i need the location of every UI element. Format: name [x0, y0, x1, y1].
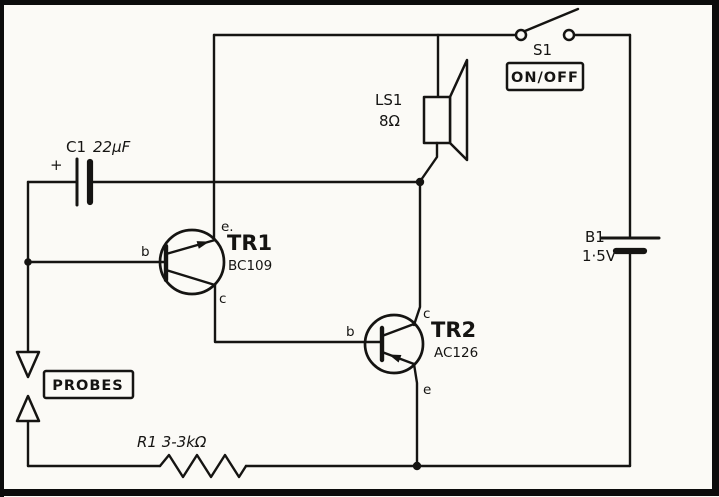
- battery-ref-label: B1: [585, 228, 605, 246]
- resistor-label: R1 3-3kΩ: [137, 433, 207, 451]
- tr2-collector-wire: [412, 180, 422, 327]
- switch-contact-left: [514, 28, 528, 42]
- scan-border-top: [0, 0, 719, 5]
- switch-s1: S1 ON/OFF: [505, 7, 585, 92]
- tr2-part-label: AC126: [434, 345, 478, 361]
- speaker-bottom-wire: [419, 141, 439, 182]
- tr2-collector-lead: [380, 322, 416, 338]
- onoff-box: [505, 61, 585, 92]
- tr1-collector-label: c: [219, 291, 226, 307]
- capacitor-c1: + C1 22µF: [26, 138, 422, 207]
- switch-lever: [523, 7, 580, 33]
- switch-ref-label: S1: [533, 41, 552, 59]
- onoff-label: ON/OFF: [511, 70, 579, 86]
- tr1-ref-label: TR1: [227, 231, 272, 255]
- tr2-collector-label: c: [423, 306, 430, 322]
- speaker-ls1: LS1 8Ω: [375, 33, 469, 182]
- junction-emitter-rail: [412, 461, 422, 471]
- tr2-ref-label: TR2: [431, 318, 476, 342]
- cap-polarity-label: +: [50, 156, 63, 174]
- tr2-base-label: b: [346, 324, 355, 340]
- battery-value-label: 1·5V: [582, 247, 617, 265]
- scan-border-bottom: [0, 489, 719, 496]
- probes-label: PROBES: [52, 378, 124, 394]
- tr1-base-label: b: [141, 244, 150, 260]
- transistor-tr1: b e. c TR1 BC109: [26, 33, 382, 344]
- tr1-part-label: BC109: [228, 258, 272, 274]
- cap-value-label: 22µF: [93, 138, 131, 156]
- tr1-collector-wire: [213, 283, 382, 344]
- probe-tip-top: [15, 350, 41, 379]
- speaker-cone: [448, 58, 469, 162]
- supply-rails: [26, 33, 632, 468]
- probe-tip-bottom: [15, 394, 41, 423]
- junction-base-rail: [24, 258, 32, 266]
- probes-box: [42, 369, 135, 400]
- transistor-tr2: b c e TR2 AC126: [346, 180, 478, 468]
- cap-ref-label: C1: [66, 138, 86, 156]
- tr2-pnp-arrow: [388, 354, 402, 363]
- tr1-body: [158, 228, 226, 296]
- speaker-driver: [422, 95, 452, 145]
- tr2-body: [363, 313, 425, 375]
- tr1-npn-arrow: [196, 241, 210, 249]
- junction-dots: [24, 177, 425, 471]
- battery-b1: B1 1·5V: [582, 228, 661, 265]
- speaker-value-label: 8Ω: [379, 112, 400, 130]
- junction-speaker-cap: [415, 177, 425, 187]
- probes: PROBES: [15, 350, 135, 423]
- speaker-ref-label: LS1: [375, 91, 402, 109]
- resistor-zigzag: [158, 453, 248, 479]
- switch-contact-right: [562, 28, 576, 42]
- tr2-emitter-wire: [412, 362, 419, 468]
- tr2-emitter-label: e: [423, 382, 431, 398]
- tr1-collector-lead: [164, 268, 217, 287]
- tr1-emitter-label: e.: [221, 219, 234, 235]
- scan-border-right: [712, 0, 719, 491]
- scan-border-left: [0, 0, 4, 497]
- resistor-r1: R1 3-3kΩ: [137, 433, 248, 479]
